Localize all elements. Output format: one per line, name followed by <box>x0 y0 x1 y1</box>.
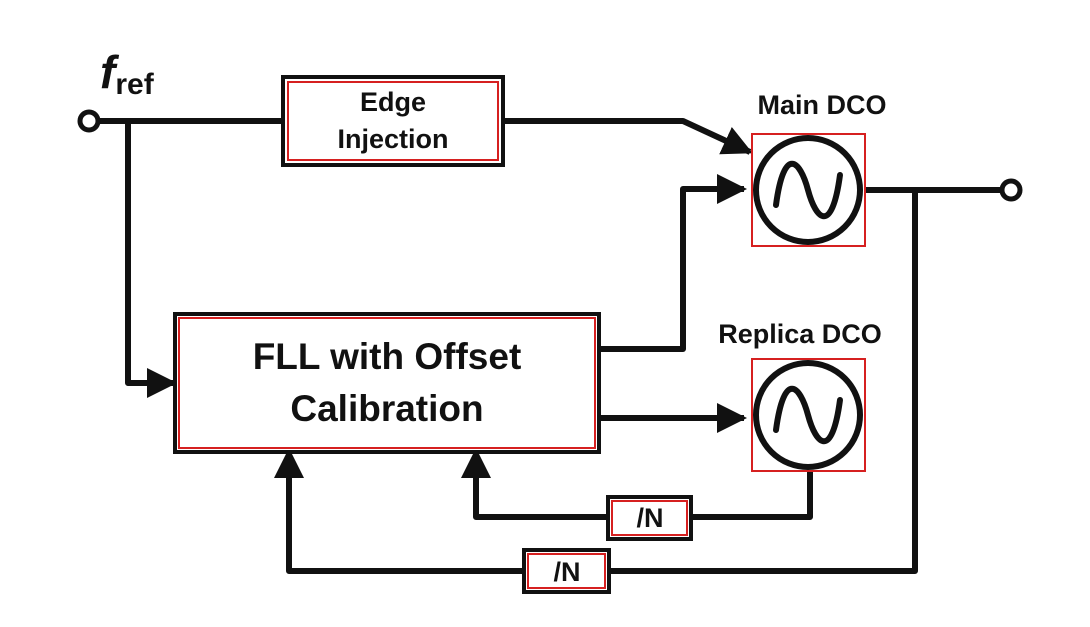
divider-inner-box <box>606 495 693 541</box>
wires <box>98 118 1002 574</box>
edge-injection-label-line2: Injection <box>337 124 448 154</box>
replica-dco: Replica DCO <box>718 319 882 472</box>
edge-injection-label-line1: Edge <box>360 87 426 117</box>
divider-inner: /N <box>606 495 693 541</box>
input-terminal <box>77 109 101 133</box>
fll-block: FLL with Offset Calibration <box>173 312 601 454</box>
edge-injection-highlight <box>287 81 499 161</box>
divider-outer: /N <box>522 548 611 594</box>
wire-edge-injection-to-main-dco <box>502 118 753 155</box>
fll-label-line1: FLL with Offset <box>253 336 522 377</box>
replica-dco-label: Replica DCO <box>718 319 882 349</box>
wire-replica-dco-feedback <box>691 472 813 520</box>
divider-inner-highlight <box>611 500 688 536</box>
main-dco-sine-icon <box>773 161 843 219</box>
input-label: fref <box>100 46 155 101</box>
replica-dco-highlight <box>751 358 866 472</box>
main-dco-label: Main DCO <box>757 90 886 120</box>
edge-injection-box <box>281 75 505 167</box>
divider-inner-label: /N <box>637 503 664 533</box>
output-terminal <box>999 178 1023 202</box>
divider-outer-highlight <box>527 553 606 589</box>
wire-outer-divider-to-fll <box>274 448 525 574</box>
replica-dco-sine-icon <box>773 386 843 444</box>
fll-label-line2: Calibration <box>290 388 483 429</box>
main-dco: Main DCO <box>751 90 887 247</box>
wire-input-to-fll <box>125 121 177 398</box>
fll-box <box>173 312 601 454</box>
input-label-subscript: ref <box>115 68 154 101</box>
divider-outer-box <box>522 548 611 594</box>
wire-main-output-feedback <box>609 190 918 574</box>
input-label-symbol: f <box>100 46 120 98</box>
edge-injection-block: Edge Injection <box>281 75 505 167</box>
wire-inner-divider-to-fll <box>461 448 609 520</box>
wire-fll-to-main-dco <box>599 174 747 352</box>
divider-outer-label: /N <box>554 557 581 587</box>
main-dco-highlight <box>751 133 866 247</box>
fll-highlight <box>178 317 596 449</box>
